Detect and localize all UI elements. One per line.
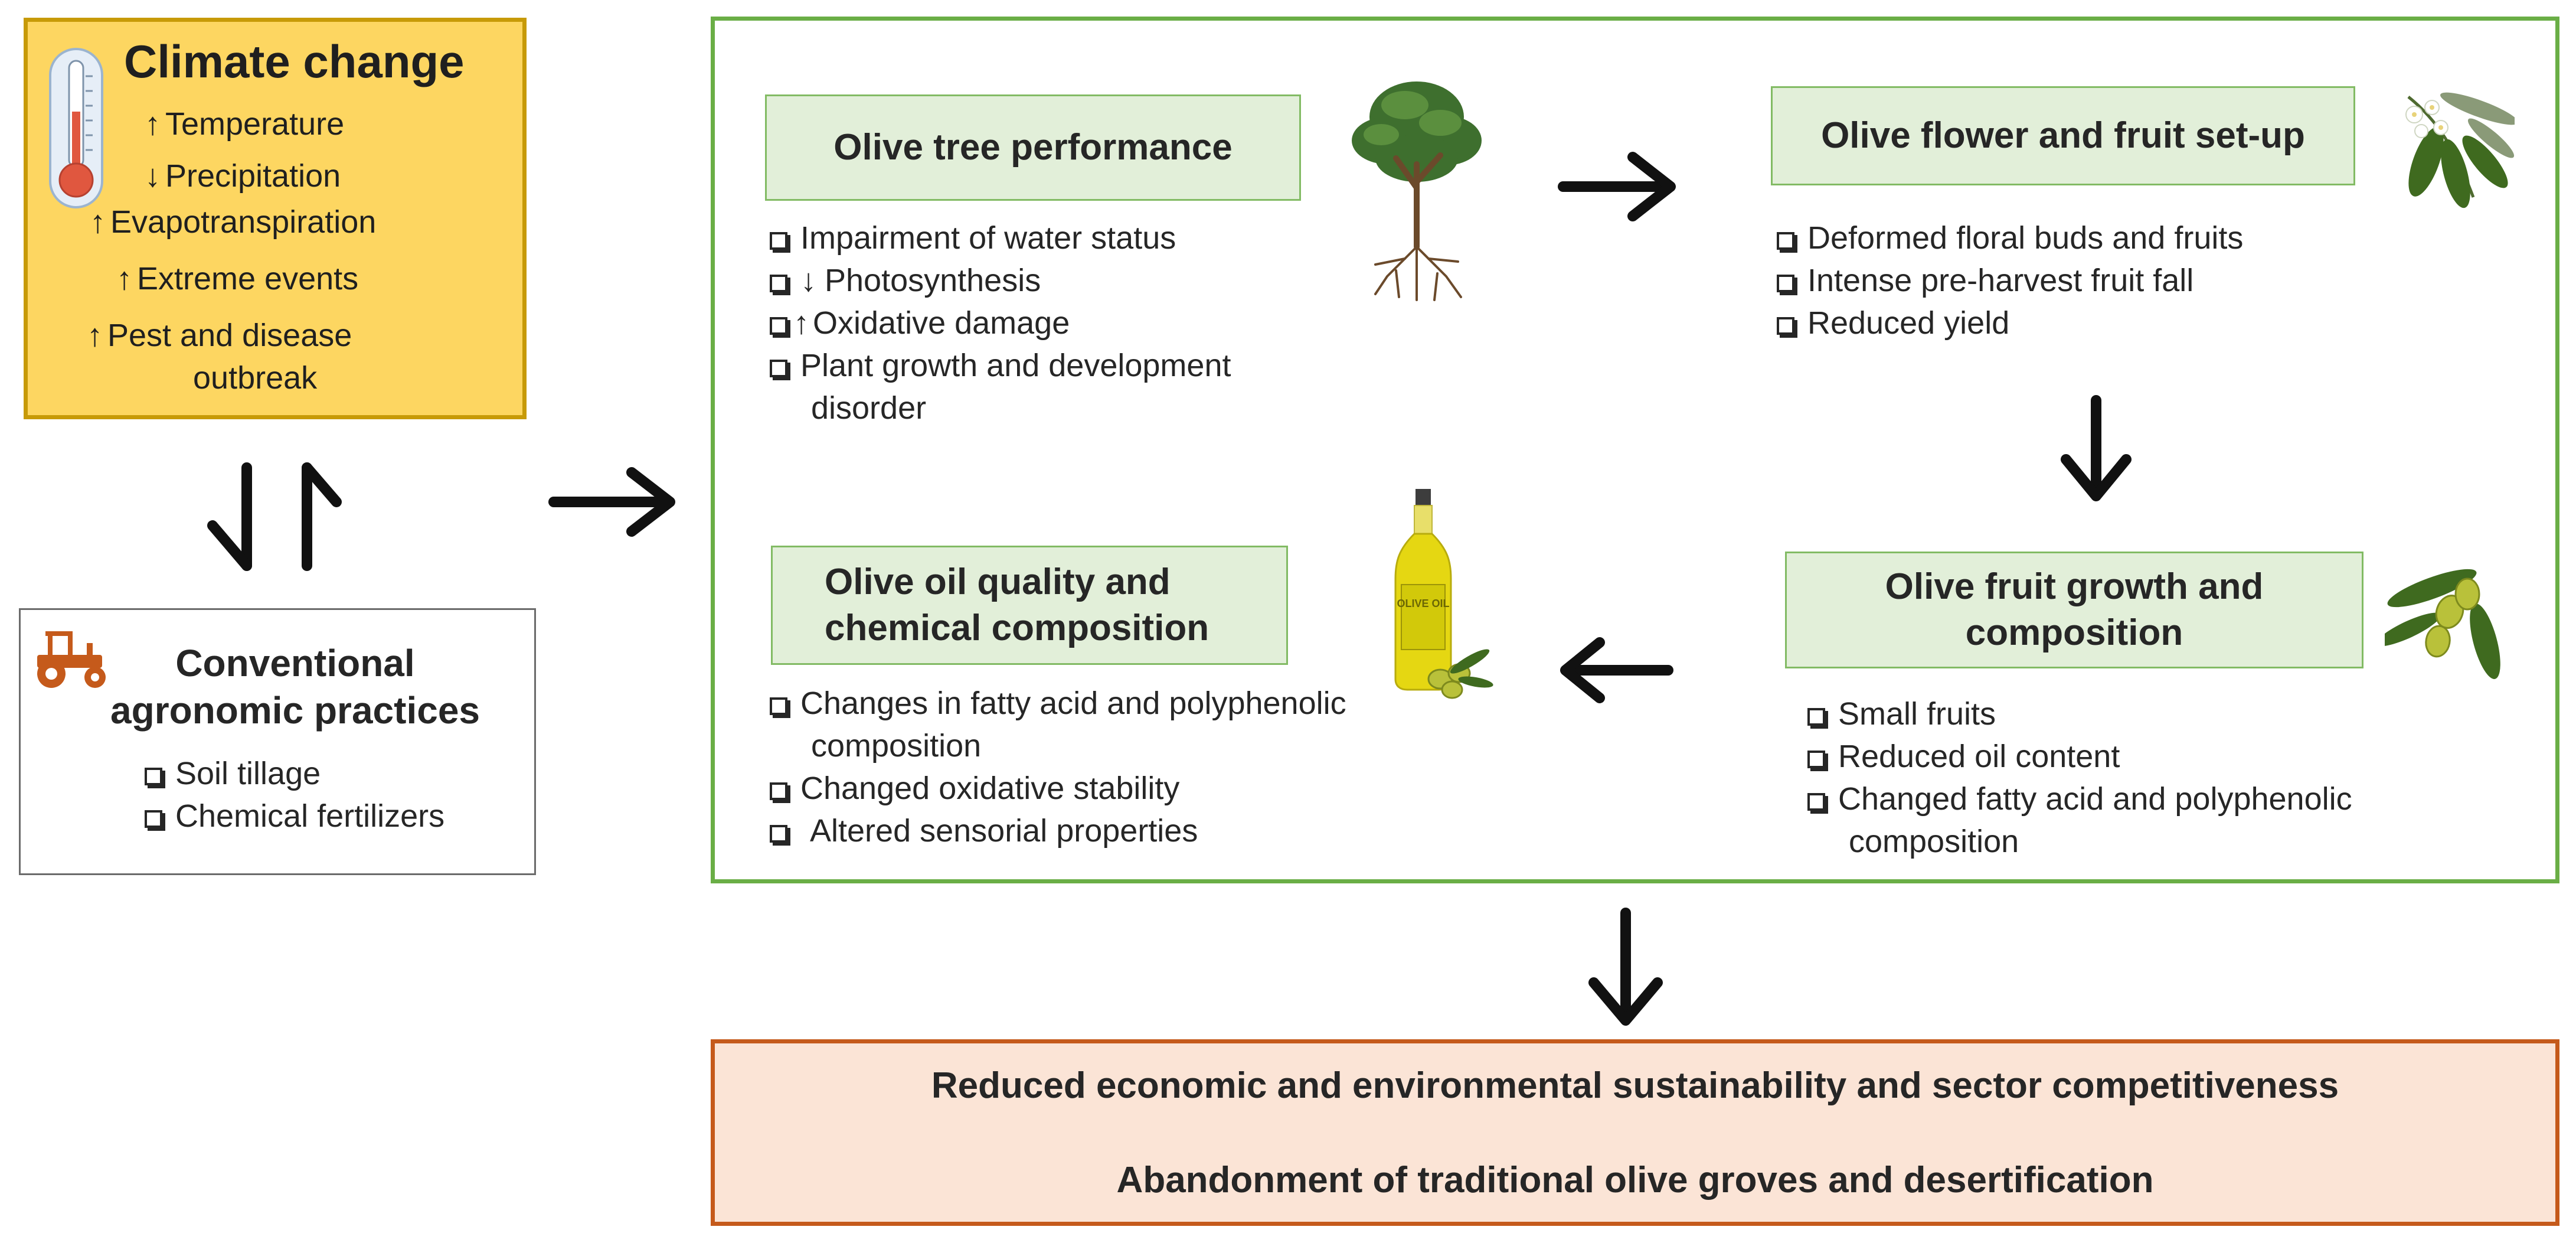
checkbox-bullet-icon bbox=[770, 275, 787, 292]
up-arrow-icon: ↑ bbox=[145, 106, 161, 142]
list-item: ↑Oxidative damage bbox=[770, 305, 1070, 341]
list-item: Impairment of water status bbox=[770, 220, 1176, 256]
climate-item-extreme-events: ↑Extreme events bbox=[116, 261, 359, 296]
list-item: Soil tillage bbox=[145, 755, 321, 792]
checkbox-bullet-icon bbox=[1807, 793, 1825, 811]
list-item: Reduced yield bbox=[1777, 305, 2009, 341]
bottle-label: OLIVE OIL bbox=[1397, 598, 1449, 609]
climate-item-pest-disease-cont: outbreak bbox=[193, 360, 318, 396]
climate-item-evapotranspiration: ↑Evapotranspiration bbox=[90, 204, 377, 240]
up-arrow-icon: ↑ bbox=[87, 318, 103, 353]
thermometer-icon bbox=[49, 48, 103, 208]
down-arrow-icon bbox=[2061, 395, 2132, 501]
up-arrow-icon: ↑ bbox=[793, 305, 809, 341]
climate-item-pest-disease: ↑Pest and disease bbox=[87, 318, 352, 353]
outcome-box: Reduced economic and environmental susta… bbox=[711, 1039, 2559, 1226]
list-item: Reduced oil content bbox=[1807, 738, 2120, 775]
checkbox-bullet-icon bbox=[145, 768, 162, 785]
outcome-abandonment: Abandonment of traditional olive groves … bbox=[1116, 1160, 2154, 1200]
outcome-sustainability: Reduced economic and environmental susta… bbox=[931, 1065, 2339, 1106]
climate-item-temperature: ↑Temperature bbox=[145, 106, 345, 142]
list-item: Plant growth and development bbox=[770, 347, 1231, 384]
olive-flower-fruit-box: Olive flower and fruit set-up bbox=[1771, 86, 2355, 185]
checkbox-bullet-icon bbox=[145, 810, 162, 828]
list-item: Small fruits bbox=[1807, 696, 1996, 732]
list-item: ↓Photosynthesis bbox=[770, 262, 1041, 299]
climate-change-box: Climate change ↑Temperature ↓Precipitati… bbox=[24, 18, 527, 419]
climate-change-title: Climate change bbox=[124, 35, 465, 87]
olive-fruits-icon bbox=[2385, 569, 2500, 679]
checkbox-bullet-icon bbox=[770, 317, 787, 335]
climate-item-precipitation: ↓Precipitation bbox=[145, 158, 341, 194]
checkbox-bullet-icon bbox=[770, 782, 787, 800]
conventional-practices-box: Conventional agronomic practices Soil ti… bbox=[19, 608, 536, 875]
checkbox-bullet-icon bbox=[1777, 275, 1794, 292]
checkbox-bullet-icon bbox=[1807, 708, 1825, 726]
down-arrow-icon bbox=[1588, 908, 1663, 1026]
list-item: Deformed floral buds and fruits bbox=[1777, 220, 2243, 256]
olive-fruit-growth-box: Olive fruit growth and composition bbox=[1785, 552, 2363, 668]
list-item: Altered sensorial properties bbox=[770, 813, 1198, 849]
down-arrow-icon: ↓ bbox=[145, 158, 161, 194]
olive-tree-performance-box: Olive tree performance bbox=[765, 94, 1301, 201]
list-item-continuation: composition bbox=[811, 728, 982, 764]
list-item: Changes in fatty acid and polyphenolic bbox=[770, 685, 1346, 722]
right-arrow-icon bbox=[1558, 152, 1676, 221]
checkbox-bullet-icon bbox=[1777, 232, 1794, 250]
up-arrow-icon: ↑ bbox=[90, 204, 106, 240]
list-item: Changed fatty acid and polyphenolic bbox=[1807, 781, 2352, 817]
checkbox-bullet-icon bbox=[770, 232, 787, 250]
checkbox-bullet-icon bbox=[770, 360, 787, 377]
checkbox-bullet-icon bbox=[1777, 317, 1794, 335]
right-arrow-icon bbox=[548, 467, 675, 537]
down-arrow-icon: ↓ bbox=[800, 263, 816, 298]
checkbox-bullet-icon bbox=[1807, 751, 1825, 768]
left-arrow-icon bbox=[1560, 637, 1673, 703]
olive-flower-icon bbox=[2405, 92, 2515, 208]
list-item-continuation: disorder bbox=[811, 390, 927, 426]
list-item: Chemical fertilizers bbox=[145, 798, 444, 834]
checkbox-bullet-icon bbox=[770, 825, 787, 843]
conventional-title: Conventional agronomic practices bbox=[110, 642, 480, 732]
list-item: Intense pre-harvest fruit fall bbox=[1777, 262, 2193, 299]
bidirectional-arrows-icon bbox=[207, 462, 342, 571]
up-arrow-icon: ↑ bbox=[116, 261, 132, 296]
olive-oil-bottle-icon: OLIVE OIL bbox=[1394, 489, 1493, 699]
list-item-continuation: composition bbox=[1849, 824, 2019, 859]
list-item: Changed oxidative stability bbox=[770, 770, 1179, 807]
tractor-icon bbox=[37, 631, 106, 688]
olive-oil-quality-box: Olive oil quality and chemical compositi… bbox=[771, 546, 1288, 665]
checkbox-bullet-icon bbox=[770, 697, 787, 715]
olive-tree-icon bbox=[1352, 81, 1482, 301]
